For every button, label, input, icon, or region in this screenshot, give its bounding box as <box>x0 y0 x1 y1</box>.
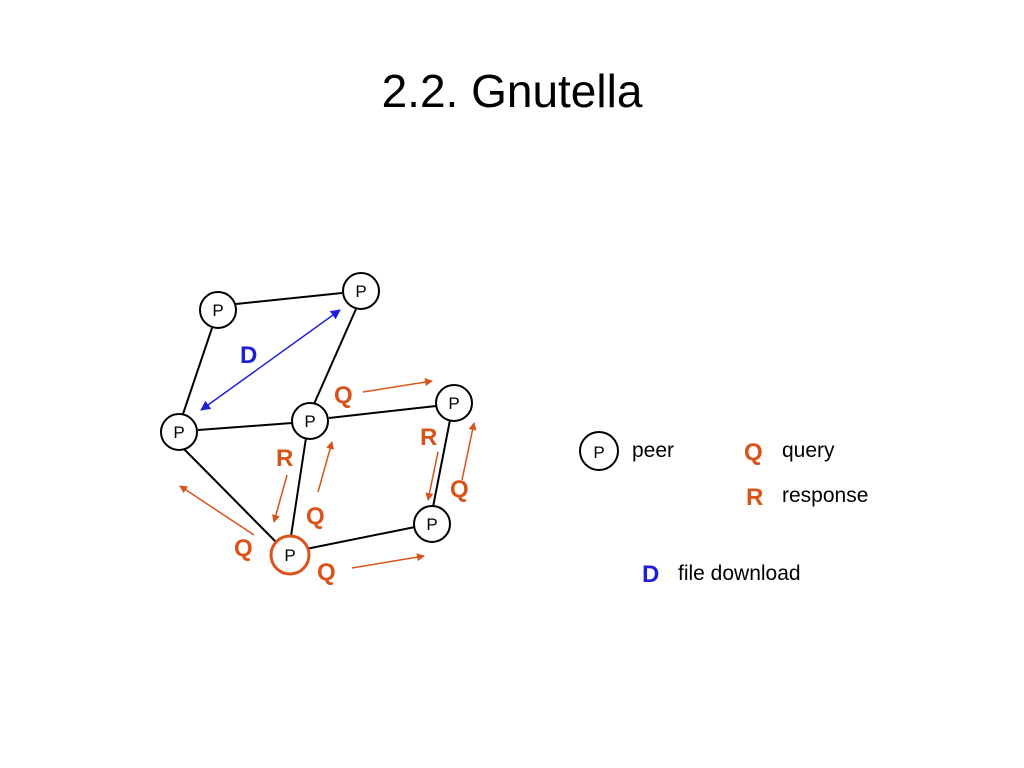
query-letter: Q <box>450 476 469 503</box>
peer-label: P <box>212 301 223 320</box>
query-letter: Q <box>234 535 253 562</box>
legend-query-label: query <box>782 439 835 462</box>
peer-label: P <box>448 394 459 413</box>
download-letter: D <box>240 342 257 369</box>
response-arrow-5-to-6 <box>425 451 439 501</box>
query-arrow-7-to-3 <box>179 485 255 536</box>
legend: P peer Q query R response D file downloa… <box>579 431 868 588</box>
response-letter: R <box>420 424 437 451</box>
message-arrows <box>179 378 477 569</box>
link-peer4-peer7 <box>290 437 307 537</box>
legend-query-letter: Q <box>744 439 763 466</box>
peer-label: P <box>304 412 315 431</box>
legend-peer-symbol <box>579 431 619 471</box>
legend-item-response: R response <box>746 484 868 511</box>
legend-peer-symbol-label: P <box>593 443 604 462</box>
legend-item-download: D file download <box>642 561 801 588</box>
response-arrow-4-to-7 <box>272 474 288 523</box>
query-arrow-4-to-5 <box>362 378 433 393</box>
legend-item-peer: P peer <box>579 431 674 471</box>
peer-node: P <box>435 384 473 422</box>
link-peer3-peer7 <box>181 446 277 543</box>
legend-download-label: file download <box>678 562 801 585</box>
peer-node: P <box>291 402 329 440</box>
link-peer6-peer7 <box>305 526 416 550</box>
message-letters: Q R R Q Q Q Q <box>234 382 469 586</box>
link-peer5-peer6 <box>432 419 451 508</box>
response-letter: R <box>276 445 293 472</box>
peer-label: P <box>355 282 366 301</box>
peer-node: P <box>199 291 237 329</box>
download-arrow <box>200 309 341 411</box>
legend-response-letter: R <box>746 484 763 511</box>
requesting-peer-node: P <box>269 534 311 576</box>
query-arrow-7-to-4 <box>317 441 334 493</box>
link-peer1-peer2 <box>235 292 343 305</box>
query-letter: Q <box>317 559 336 586</box>
peer-label: P <box>426 515 437 534</box>
peer-label: P <box>173 423 184 442</box>
link-peer3-peer4 <box>197 422 293 431</box>
peer-label: P <box>284 546 295 565</box>
legend-download-letter: D <box>642 561 659 588</box>
query-letter: Q <box>306 503 325 530</box>
slide-title: 2.2. Gnutella <box>381 65 643 117</box>
legend-peer-label: peer <box>632 439 674 462</box>
legend-response-label: response <box>782 484 868 507</box>
query-arrow-7-to-6 <box>351 553 425 569</box>
query-letter: Q <box>334 382 353 409</box>
link-peer1-peer3 <box>182 327 213 415</box>
peer-node: P <box>342 272 380 310</box>
peers: P P P P P P P <box>160 272 473 576</box>
peer-node: P <box>413 505 451 543</box>
query-arrow-6-to-5 <box>461 422 477 481</box>
link-peer4-peer5 <box>328 405 437 419</box>
legend-item-query: Q query <box>744 439 835 466</box>
peer-node: P <box>160 413 198 451</box>
